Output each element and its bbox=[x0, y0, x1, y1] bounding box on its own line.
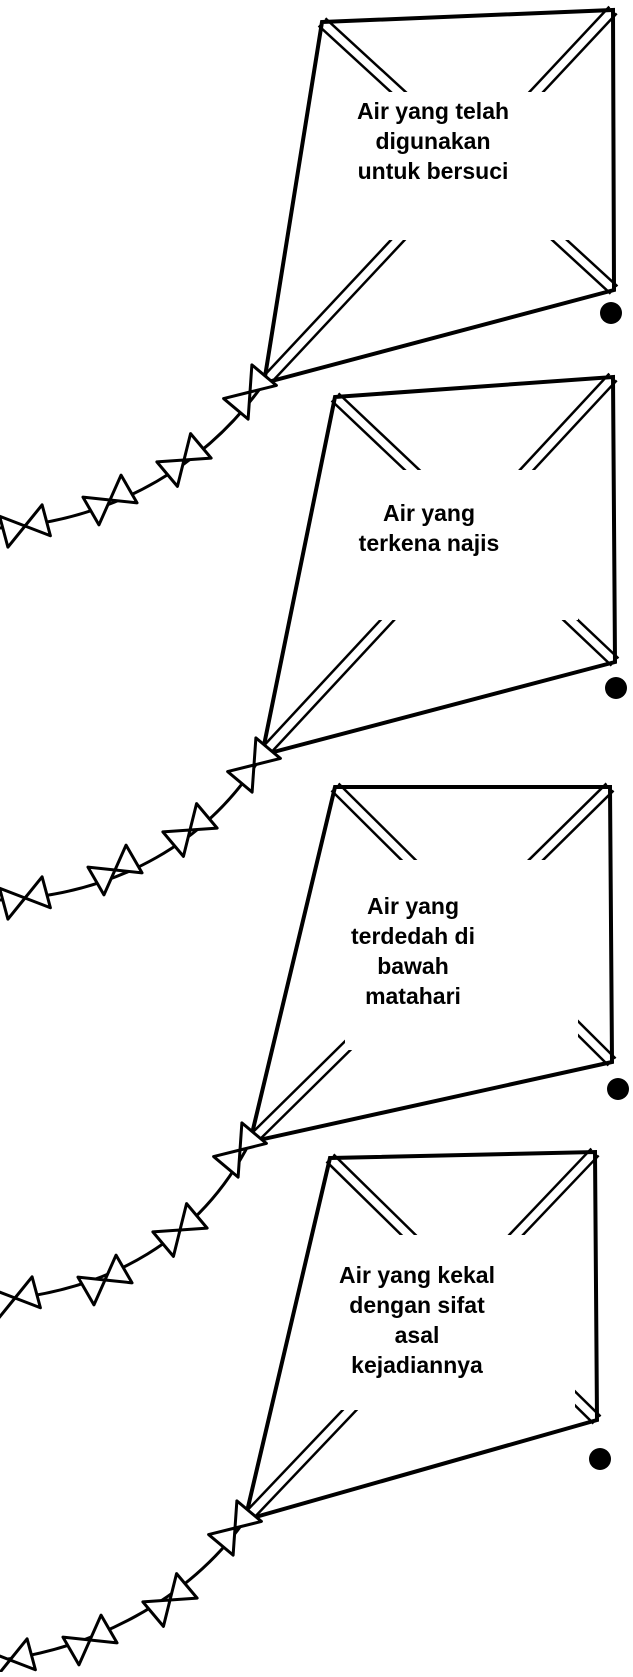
kite-4-bow-4 bbox=[0, 1639, 35, 1672]
kite-4-label: Air yang kekal dengan sifat asal kejadia… bbox=[302, 1260, 532, 1380]
kite-3-bow-4 bbox=[0, 1277, 40, 1319]
kite-2-label: Air yang terkena najis bbox=[314, 498, 544, 558]
kite-2-dot bbox=[605, 677, 627, 699]
kite-1-bow-2 bbox=[157, 434, 211, 487]
kite-1-bow-4 bbox=[0, 505, 50, 547]
kite-2-bow-3 bbox=[88, 845, 142, 895]
kite-3-label: Air yang terdedah di bawah matahari bbox=[298, 891, 528, 1011]
kite-2-bow-4 bbox=[0, 877, 50, 919]
kite-1-label: Air yang telah digunakan untuk bersuci bbox=[318, 96, 548, 186]
kite-1-dot bbox=[600, 302, 622, 324]
kite-3-dot bbox=[607, 1078, 629, 1100]
kite-4-bow-3 bbox=[63, 1615, 117, 1665]
kite-4-dot bbox=[589, 1448, 611, 1470]
kite-1-bow-3 bbox=[83, 475, 137, 525]
kite-3-bow-3 bbox=[78, 1255, 132, 1305]
kite-4-tail-string bbox=[0, 1520, 245, 1660]
